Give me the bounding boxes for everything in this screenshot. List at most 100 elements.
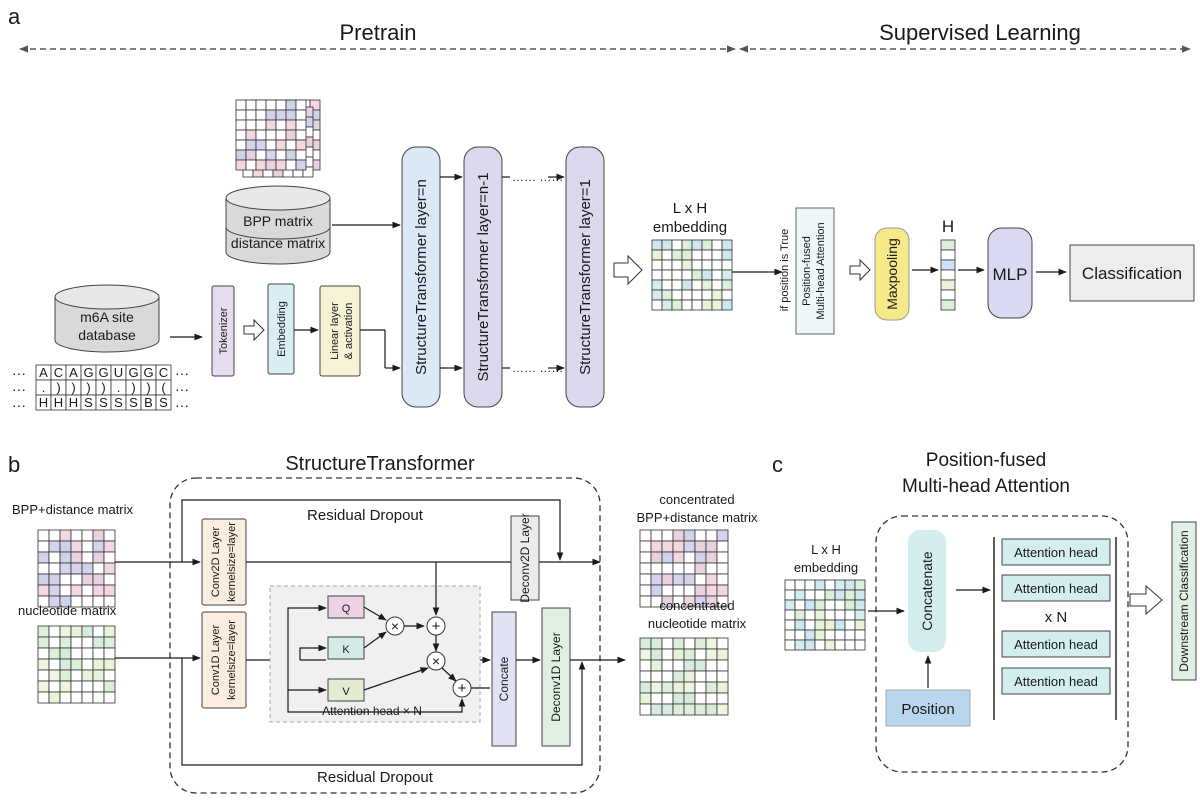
grid-cell xyxy=(650,584,663,597)
grid-cell xyxy=(265,129,277,141)
bpp-input-grid xyxy=(37,529,116,608)
grid-cell xyxy=(650,573,663,586)
sequence-char: H xyxy=(39,395,48,410)
bpp-database-icon xyxy=(225,185,331,265)
grid-cell xyxy=(650,692,663,705)
grid-cell xyxy=(650,670,663,683)
grid-cell xyxy=(235,99,247,111)
grid-cell xyxy=(295,139,307,151)
grid-cell xyxy=(716,637,729,650)
attention-head-4 xyxy=(1001,667,1111,695)
db-label-line2: database xyxy=(78,327,136,343)
grid-cell xyxy=(794,589,806,601)
hollow-arrow-downstream xyxy=(1129,584,1163,616)
grid-cell xyxy=(804,639,816,651)
panel-a-label: a xyxy=(8,4,21,29)
grid-cell xyxy=(103,573,116,586)
grid-cell xyxy=(705,529,718,542)
grid-cell xyxy=(275,99,287,111)
concate-box xyxy=(491,611,517,747)
k-label: K xyxy=(342,644,350,656)
ellipsis-right-3: ··· xyxy=(175,397,189,413)
grid-cell xyxy=(245,159,257,171)
grid-cell xyxy=(784,589,796,601)
linear-label-line2: & activation xyxy=(343,303,355,360)
structure-layer-n xyxy=(401,146,441,408)
panel-b-label: b xyxy=(8,452,20,477)
classification-box xyxy=(1069,244,1195,302)
emb-label-line1: L x H xyxy=(673,200,707,217)
v-label: V xyxy=(342,686,350,698)
grid-cell xyxy=(844,589,856,601)
grid-cell xyxy=(37,691,50,704)
grid-cell xyxy=(814,599,826,611)
grid-cell xyxy=(59,551,72,564)
grid-cell xyxy=(844,579,856,591)
grid-cell xyxy=(275,149,287,161)
grid-cell xyxy=(671,239,683,251)
c-title-line2: Multi-head Attention xyxy=(902,476,1070,497)
grid-cell xyxy=(721,279,733,291)
grid-cell xyxy=(683,670,696,683)
grid-cell xyxy=(70,625,83,638)
grid-cell xyxy=(661,648,674,661)
grid-cell xyxy=(694,659,707,672)
bpp-output-grid xyxy=(639,529,729,608)
h-vector-cell xyxy=(940,289,956,301)
grid-cell xyxy=(295,119,307,131)
h-label: H xyxy=(942,217,954,236)
grid-cell xyxy=(48,540,61,553)
grid-cell xyxy=(92,529,105,542)
grid-cell xyxy=(711,299,723,311)
ellipsis-right-1: ··· xyxy=(175,365,189,381)
grid-cell xyxy=(716,595,729,608)
grid-cell xyxy=(705,670,718,683)
grid-cell xyxy=(824,619,836,631)
grid-cell xyxy=(295,149,307,161)
structure-layer-n-1-label: StructureTransformer layer=n-1 xyxy=(475,172,492,381)
grid-cell xyxy=(854,589,866,601)
position-fused-frame xyxy=(875,515,1129,773)
grid-cell xyxy=(794,609,806,621)
grid-cell xyxy=(92,625,105,638)
sequence-char: S xyxy=(159,395,168,410)
grid-cell xyxy=(672,659,685,672)
grid-cell xyxy=(285,149,297,161)
grid-cell xyxy=(705,681,718,694)
grid-cell xyxy=(70,647,83,660)
grid-cell xyxy=(639,573,652,586)
hollow-arrow-maxpool xyxy=(849,258,871,282)
grid-cell xyxy=(81,691,94,704)
grid-cell xyxy=(650,529,663,542)
panel-c-label: c xyxy=(772,452,783,477)
grid-cell xyxy=(639,595,652,608)
plus-op-2-label: + xyxy=(458,680,467,697)
conv1d-line2: kernelsize=layer xyxy=(226,620,238,700)
grid-cell xyxy=(639,540,652,553)
grid-cell xyxy=(824,639,836,651)
grid-cell xyxy=(824,599,836,611)
nuc-input-grid xyxy=(37,625,116,704)
h-vector-cell xyxy=(940,279,956,291)
grid-cell xyxy=(716,573,729,586)
grid-cell xyxy=(651,249,663,261)
grid-cell xyxy=(650,648,663,661)
classification-label: Classification xyxy=(1082,264,1182,283)
grid-cell xyxy=(834,609,846,621)
grid-cell xyxy=(701,269,713,281)
grid-cell xyxy=(92,584,105,597)
grid-cell xyxy=(804,599,816,611)
conv2d-line2: kernelsize=layer xyxy=(226,522,238,602)
grid-cell xyxy=(48,691,61,704)
grid-cell xyxy=(694,692,707,705)
c-title-line1: Position-fused xyxy=(926,450,1046,471)
grid-cell xyxy=(672,540,685,553)
grid-cell xyxy=(672,584,685,597)
conv1d-line1: Conv1D Layer xyxy=(210,625,222,696)
grid-cell xyxy=(814,609,826,621)
grid-cell xyxy=(235,129,247,141)
grid-cell xyxy=(295,109,307,121)
grid-cell xyxy=(824,629,836,641)
plus-op-1-label: + xyxy=(432,618,441,635)
h-vector-cell xyxy=(940,269,956,281)
